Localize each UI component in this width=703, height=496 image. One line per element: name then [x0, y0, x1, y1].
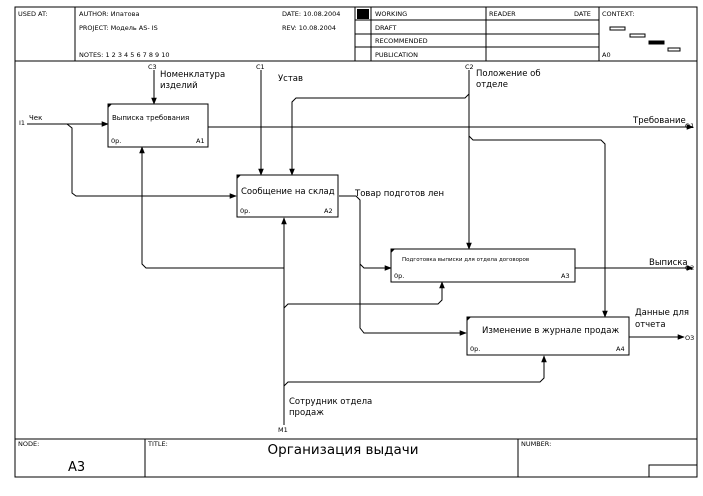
node-label: NODE: — [18, 440, 39, 448]
o3-code: O3 — [685, 334, 694, 342]
box-a3-number: A3 — [561, 272, 570, 280]
i1-code: I1 — [19, 119, 25, 127]
box-a1-label: Выписка требования — [112, 114, 189, 122]
box-a3-cost: 0р. — [394, 272, 404, 280]
m1-label-line1: Сотрудник отдела — [289, 397, 372, 407]
activity-box-a2[interactable]: Сообщение на склад 0р. A2 — [236, 174, 339, 218]
o3-label-line1: Данные для — [635, 308, 689, 318]
box-a1-number: A1 — [196, 137, 205, 145]
project-field: PROJECT: Модель AS- IS — [79, 24, 158, 32]
o1-label: Требование — [632, 116, 686, 126]
m1-label-line2: продаж — [289, 408, 324, 418]
arrows — [27, 70, 694, 425]
activity-box-a3[interactable]: Подготовка выписки для отдела договоров … — [390, 248, 576, 283]
c3-label-line1: Номенклатура — [160, 70, 225, 80]
box-a3-label: Подготовка выписки для отдела договоров — [402, 257, 529, 263]
m1-code: M1 — [278, 426, 288, 434]
box-a2-number: A2 — [324, 207, 333, 215]
c3-code: C3 — [148, 63, 157, 71]
used-at-label: USED AT: — [18, 10, 47, 18]
o2-code: O2 — [685, 264, 694, 272]
rev-field: REV: 10.08.2004 — [282, 24, 336, 32]
status-draft: DRAFT — [375, 24, 396, 32]
status-marker — [357, 9, 369, 19]
page-frame — [14, 6, 698, 478]
title-label: TITLE: — [147, 440, 168, 448]
date-field: DATE: 10.08.2004 — [282, 10, 340, 18]
arrow-m1-to-a3 — [283, 281, 445, 309]
arrow-i1-to-a2 — [66, 123, 237, 199]
number-label: NUMBER: — [521, 440, 551, 448]
author-field: AUTHOR: Ипатова — [79, 10, 139, 18]
reader-label: READER — [489, 10, 516, 18]
box-a4-number: A4 — [616, 345, 625, 353]
o1-code: O1 — [685, 122, 694, 130]
internal-label: Товар подготов лен — [354, 189, 444, 199]
box-a4-label: Изменение в журнале продаж — [482, 326, 619, 336]
activity-box-a4[interactable]: Изменение в журнале продаж 0р. A4 — [466, 316, 630, 356]
arrow-m1-to-a4 — [283, 355, 547, 387]
c2-code: C2 — [465, 63, 474, 71]
arrow-labels: I1 Чек C3 Номенклатура изделий C1 Устав … — [19, 63, 694, 434]
box-a4-cost: 0р. — [470, 345, 480, 353]
reader-date-label: DATE — [574, 10, 591, 18]
c1-label: Устав — [278, 74, 303, 84]
c3-label-line2: изделий — [160, 81, 198, 91]
footer-block: NODE: A3 TITLE: Организация выдачи NUMBE… — [15, 438, 698, 478]
box-a1-cost: 0р. — [111, 137, 121, 145]
node-value: A3 — [68, 460, 85, 475]
o3-label-line2: отчета — [635, 320, 666, 330]
arrow-a2-feedback-a1 — [139, 146, 284, 269]
arrow-c2-to-a4 — [468, 135, 608, 318]
o2-label: Выписка — [649, 258, 688, 268]
c2-label-line1: Положение об — [476, 69, 541, 79]
box-a2-label: Сообщение на склад — [241, 187, 335, 197]
status-recommended: RECOMMENDED — [375, 37, 428, 45]
context-node: A0 — [602, 51, 611, 59]
activity-box-a1[interactable]: Выписка требования 0р. A1 — [107, 103, 209, 148]
context-thumbnail — [609, 26, 681, 52]
c1-code: C1 — [256, 63, 265, 71]
i1-label: Чек — [29, 114, 42, 122]
arrow-a2-to-a3 — [339, 195, 392, 271]
c2-label-line2: отделе — [476, 80, 508, 90]
notes-field: NOTES: 1 2 3 4 5 6 7 8 9 10 — [79, 51, 170, 59]
box-a2-cost: 0р. — [240, 207, 250, 215]
diagram-title: Организация выдачи — [268, 442, 419, 458]
arrow-a2-to-a4 — [359, 264, 467, 336]
arrow-c2-to-a2 — [289, 93, 470, 176]
header-block: USED AT: AUTHOR: Ипатова PROJECT: Модель… — [15, 7, 697, 62]
status-working: WORKING — [375, 10, 407, 18]
status-publication: PUBLICATION — [375, 51, 418, 59]
context-label: CONTEXT: — [602, 10, 634, 18]
